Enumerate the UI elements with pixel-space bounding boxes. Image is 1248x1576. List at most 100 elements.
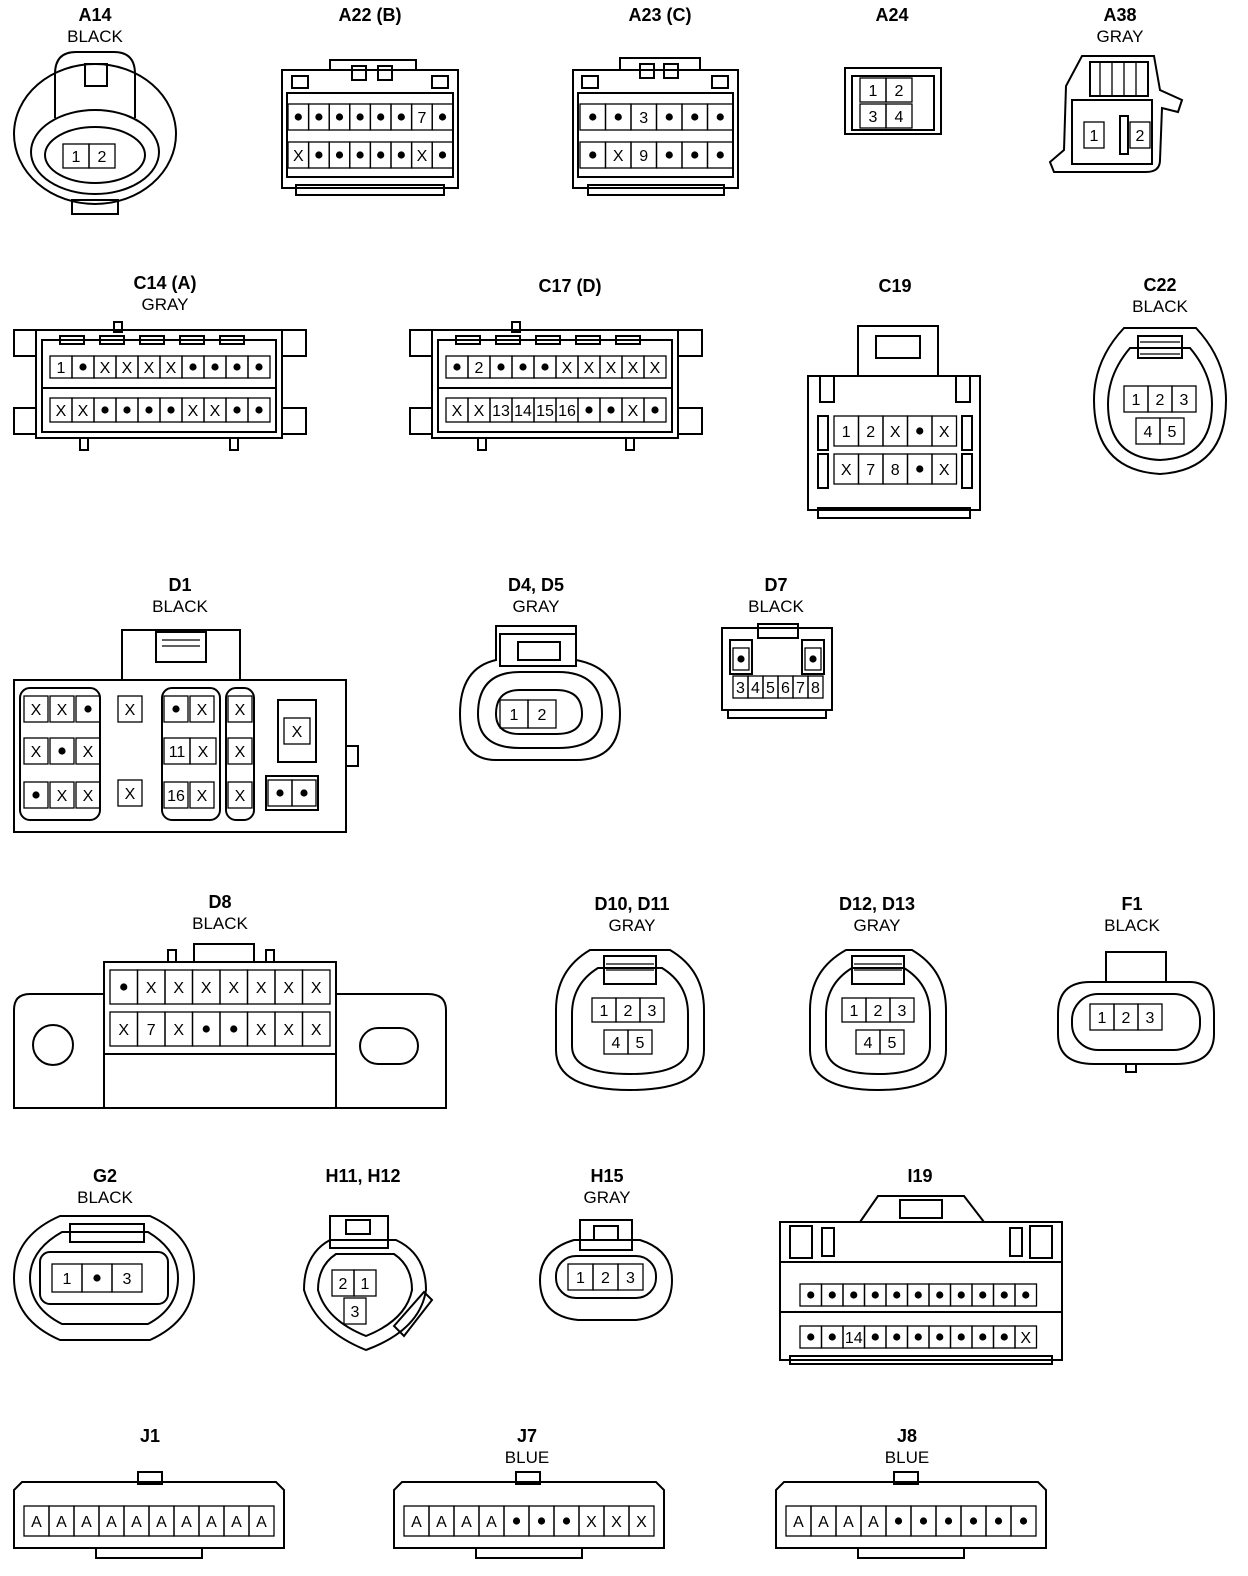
pin-dot-A22-1-2 [335, 151, 344, 159]
terminal-cell-F1-0-2 [1137, 1003, 1163, 1031]
pin-dot-D1-21 [276, 789, 284, 797]
pin-label-D8-0-4: X [228, 980, 239, 997]
pin-dot-A22-1-7 [438, 151, 447, 159]
pin-dot-C17-1-7 [607, 406, 615, 414]
pin-label-J8-0-2: A [843, 1514, 854, 1531]
terminal-cell-G2-0-2 [111, 1263, 143, 1293]
pin-label-J1-0-9: A [256, 1514, 267, 1531]
pin-label-I19-1-10: X [1020, 1330, 1031, 1347]
pin-label-D1-20: X [235, 788, 246, 805]
pin-dot-A23-1-3 [665, 151, 673, 159]
pin-label-D1-12: 11 [169, 744, 186, 761]
pin-dot-C19-0-3 [916, 427, 924, 435]
pin-dot-I19-1-6 [936, 1333, 944, 1341]
pin-label-C14-1-6: X [188, 403, 199, 420]
pin-dot-D1-9 [58, 747, 66, 755]
pin-label-C17-0-6: X [584, 360, 595, 377]
terminal-cell-H11-0-1 [353, 1269, 377, 1297]
connector-d4 [458, 625, 622, 761]
terminal-cell-D8-1-7 [301, 1011, 331, 1047]
pin-dot-A23-0-3 [665, 113, 673, 121]
pin-dot-I19-0-3 [871, 1291, 879, 1299]
pin-label-C19-0-4: X [939, 424, 950, 441]
pin-label-D7-r2: 5 [766, 680, 775, 697]
terminal-cell-D1-17 [227, 737, 253, 765]
pin-label-D8-1-7: X [311, 1022, 322, 1039]
pin-label-A14-0: 1 [72, 149, 81, 166]
pin-dot-C14-0-9 [255, 363, 263, 371]
pin-label-H11-0-0: 2 [339, 1276, 348, 1293]
pin-label-D12-0-0: 1 [850, 1003, 859, 1020]
pin-label-D8-1-0: X [118, 1022, 129, 1039]
terminal-cell-C22-1-1 [1159, 417, 1185, 445]
connector-d10 [555, 949, 705, 1092]
pin-dot-A22-0-1 [315, 113, 323, 121]
terminal-cell-D1-6 [227, 695, 253, 723]
pin-label-D12-0-2: 3 [898, 1003, 907, 1020]
pin-dot-A23-0-0 [589, 113, 597, 121]
pin-dot-C14-1-8 [233, 406, 241, 414]
pin-dot-I19-1-7 [957, 1333, 965, 1341]
terminal-cell-D7-b [804, 647, 822, 671]
pin-label-C22-1-1: 5 [1168, 424, 1177, 441]
terminal-cell-D1-1 [49, 695, 75, 723]
pin-label-C17-0-5: X [562, 360, 573, 377]
pin-label-C14-1-0: X [56, 403, 67, 420]
terminal-cell-D1-5 [189, 695, 215, 723]
pin-label-D8-0-3: X [201, 980, 212, 997]
pin-label-D7-r3: 6 [781, 680, 790, 697]
pin-dot-D8-1-4 [230, 1025, 238, 1033]
pin-label-D12-1-0: 4 [864, 1035, 873, 1052]
pin-dot-J7-0-6 [562, 1517, 571, 1525]
connector-i19 [779, 1195, 1063, 1365]
connector-label-a23: A23 (C) [628, 5, 692, 25]
pin-label-C17-1-8: X [628, 403, 639, 420]
pin-dot-C14-1-3 [123, 406, 131, 414]
pin-dot-I19-1-4 [893, 1333, 901, 1341]
terminal-cell-C14-0-9 [247, 355, 271, 379]
terminal-cell-D1-7 [283, 717, 311, 745]
pin-label-D7-r5: 8 [811, 680, 820, 697]
pin-dot-D8-1-3 [202, 1025, 210, 1033]
terminal-cell-D4-0-1 [527, 699, 557, 729]
pin-label-D1-18: 16 [167, 788, 185, 805]
terminal-cell-D1-8 [23, 737, 49, 765]
connector-label-c14: C14 (A)GRAY [133, 273, 197, 314]
pin-label-J1-0-0: A [31, 1514, 42, 1531]
pin-label-J7-0-3: A [486, 1514, 497, 1531]
terminal-cell-C22-0-2 [1171, 385, 1197, 413]
pin-label-J1-0-6: A [181, 1514, 192, 1531]
pin-label-D7-r0: 3 [736, 680, 745, 697]
terminal-cell-D1-14 [23, 781, 49, 809]
pin-dot-I19-1-1 [828, 1333, 836, 1341]
pin-dot-A22-1-4 [377, 151, 385, 159]
pin-label-D10-0-2: 3 [648, 1003, 657, 1020]
terminal-cell-D10-0-2 [639, 997, 665, 1023]
connector-label-h11: H11, H12 [325, 1166, 401, 1186]
connector-a23 [572, 57, 739, 196]
pin-dot-J7-0-4 [512, 1517, 521, 1525]
pin-label-D1-5: X [197, 702, 208, 719]
pin-label-C22-0-1: 2 [1156, 392, 1165, 409]
pin-label-D1-6: X [235, 702, 246, 719]
pin-dot-J8-0-5 [919, 1517, 928, 1525]
terminal-cell-I19-1-10 [1014, 1325, 1038, 1349]
pin-label-D1-10: X [83, 744, 94, 761]
pin-label-D8-0-5: X [256, 980, 267, 997]
pin-label-J1-0-3: A [106, 1514, 117, 1531]
pin-label-D1-17: X [235, 744, 246, 761]
pin-label-D1-7: X [292, 724, 303, 741]
pin-label-J1-0-8: A [231, 1514, 242, 1531]
pin-label-D12-0-1: 2 [874, 1003, 883, 1020]
pin-dot-I19-0-10 [1022, 1291, 1030, 1299]
pin-label-C19-1-2: 8 [891, 462, 900, 479]
terminal-cell-A23-0-5 [706, 103, 734, 131]
pin-dot-C14-1-2 [101, 406, 109, 414]
terminal-cell-C14-1-9 [247, 397, 271, 423]
pin-label-A38-1: 2 [1136, 128, 1145, 145]
